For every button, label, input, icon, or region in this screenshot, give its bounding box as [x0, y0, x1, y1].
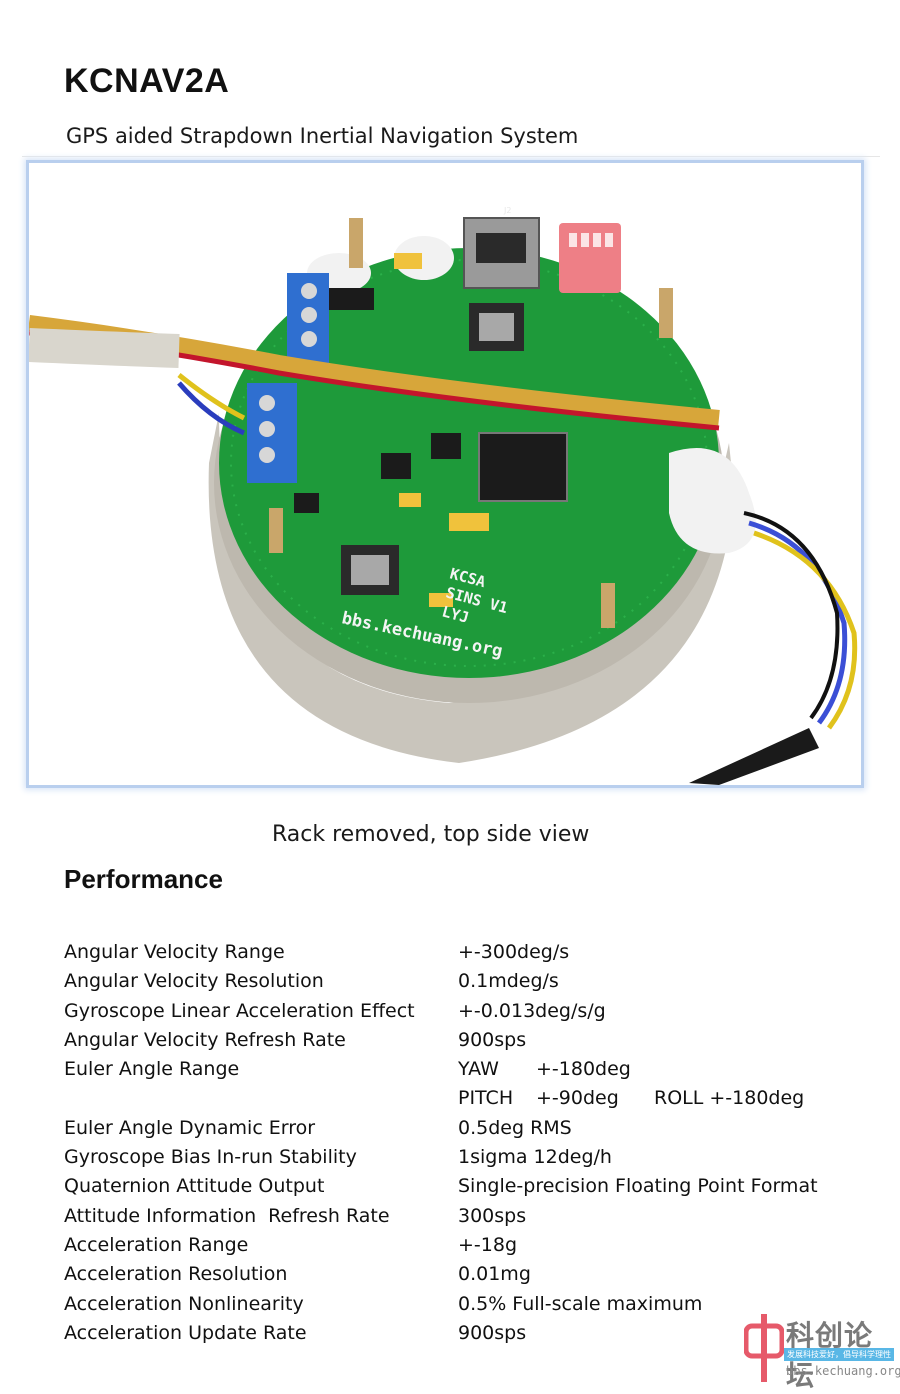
board-ref-label: J2: [503, 206, 511, 215]
spec-label: Angular Velocity Range: [64, 941, 285, 963]
spec-value: 900sps: [458, 1028, 527, 1051]
connector-plug: [689, 728, 819, 785]
watermark-slogan: 发展科技爱好，倡导科学理性: [784, 1348, 894, 1361]
brass-standoff: [601, 583, 615, 628]
brass-standoff: [659, 288, 673, 338]
pitch-value: +-90deg: [536, 1087, 619, 1110]
microcontroller-chip: [478, 432, 568, 502]
spec-label: Euler Angle Dynamic Error: [64, 1116, 316, 1139]
spec-label: Angular Velocity Refresh Rate: [64, 1028, 346, 1051]
spec-value-euler-yaw: YAW +-180deg: [458, 1055, 631, 1084]
brass-standoff: [349, 218, 363, 268]
spec-value: +-0.013deg/s/g: [458, 999, 606, 1022]
page-subtitle: GPS aided Strapdown Inertial Navigation …: [66, 124, 579, 148]
spec-value: Single-precision Floating Point Format: [458, 1175, 818, 1198]
spec-row: Angular Velocity Refresh Rate 900sps: [64, 1026, 864, 1055]
spec-row: Euler Angle Dynamic Error 0.5deg RMS: [64, 1114, 864, 1143]
spec-value: 0.1mdeg/s: [458, 970, 559, 993]
spec-row: PITCH +-90deg ROLL +-180deg: [64, 1084, 864, 1113]
spec-row: Attitude Information Refresh Rate 300sps: [64, 1202, 864, 1231]
spec-label: Acceleration Resolution: [64, 1263, 288, 1286]
housing-side: [208, 413, 734, 763]
spec-value: 0.5deg RMS: [458, 1116, 572, 1139]
spec-label: Acceleration Nonlinearity: [64, 1292, 304, 1315]
wire-sleeve: [29, 328, 180, 368]
spec-row: Euler Angle Range YAW +-180deg: [64, 1055, 864, 1084]
spec-row: Quaternion Attitude Output Single-precis…: [64, 1172, 864, 1201]
spec-label: Attitude Information Refresh Rate: [64, 1204, 390, 1227]
roll-value: ROLL +-180deg: [654, 1087, 805, 1110]
spec-row: Acceleration Range +-18g: [64, 1231, 864, 1260]
watermark-name: 科创论坛: [786, 1319, 874, 1392]
spec-label: Euler Angle Range: [64, 1058, 240, 1081]
header-divider: [22, 156, 880, 157]
spec-label: Acceleration Update Rate: [64, 1321, 307, 1344]
yaw-value: +-180deg: [536, 1058, 631, 1081]
spec-value-euler-pitch-roll: PITCH +-90deg ROLL +-180deg: [458, 1084, 804, 1113]
spec-value: 0.01mg: [458, 1263, 531, 1286]
spec-row: Gyroscope Linear Acceleration Effect +-0…: [64, 997, 864, 1026]
sensor-cable: [748, 520, 848, 725]
spec-label: Gyroscope Linear Acceleration Effect: [64, 999, 415, 1022]
pitch-label: PITCH: [458, 1087, 514, 1110]
spec-value: +-300deg/s: [458, 941, 570, 963]
spec-row: Acceleration Resolution 0.01mg: [64, 1260, 864, 1289]
spec-value: 300sps: [458, 1204, 527, 1227]
spec-row: Gyroscope Bias In-run Stability 1sigma 1…: [64, 1143, 864, 1172]
circuit-board-illustration: J2: [29, 206, 858, 785]
product-photo: J2: [26, 160, 864, 788]
spec-row: Acceleration Update Rate 900sps: [64, 1319, 864, 1348]
site-watermark: 科创论坛 发展科技爱好，倡导科学理性 bbs.kechuang.org: [740, 1312, 900, 1392]
spec-row: Acceleration Nonlinearity 0.5% Full-scal…: [64, 1290, 864, 1319]
performance-spec-table: Angular Velocity Range +-300deg/s Angula…: [64, 938, 864, 1348]
section-title-performance: Performance: [64, 864, 223, 894]
yaw-label: YAW: [458, 1058, 499, 1081]
spec-value: 1sigma 12deg/h: [458, 1146, 612, 1169]
brass-standoff: [269, 508, 283, 553]
spec-label: Acceleration Range: [64, 1233, 249, 1256]
spec-row: Angular Velocity Resolution 0.1mdeg/s: [64, 967, 864, 996]
photo-caption: Rack removed, top side view: [272, 822, 590, 847]
kechuang-logo-icon: [744, 1314, 784, 1382]
tantalum-capacitor: [449, 513, 489, 531]
spec-value: 0.5% Full-scale maximum: [458, 1292, 703, 1315]
spec-value: +-18g: [458, 1233, 518, 1256]
watermark-url: bbs.kechuang.org: [786, 1364, 900, 1378]
page-title: KCNAV2A: [64, 62, 230, 100]
spec-label: Quaternion Attitude Output: [64, 1175, 325, 1198]
spec-value: 900sps: [458, 1321, 527, 1344]
glue-blob: [669, 448, 756, 554]
spec-label: Angular Velocity Resolution: [64, 970, 324, 993]
spec-label: Gyroscope Bias In-run Stability: [64, 1146, 357, 1169]
spec-row: Angular Velocity Range +-300deg/s: [64, 938, 864, 967]
